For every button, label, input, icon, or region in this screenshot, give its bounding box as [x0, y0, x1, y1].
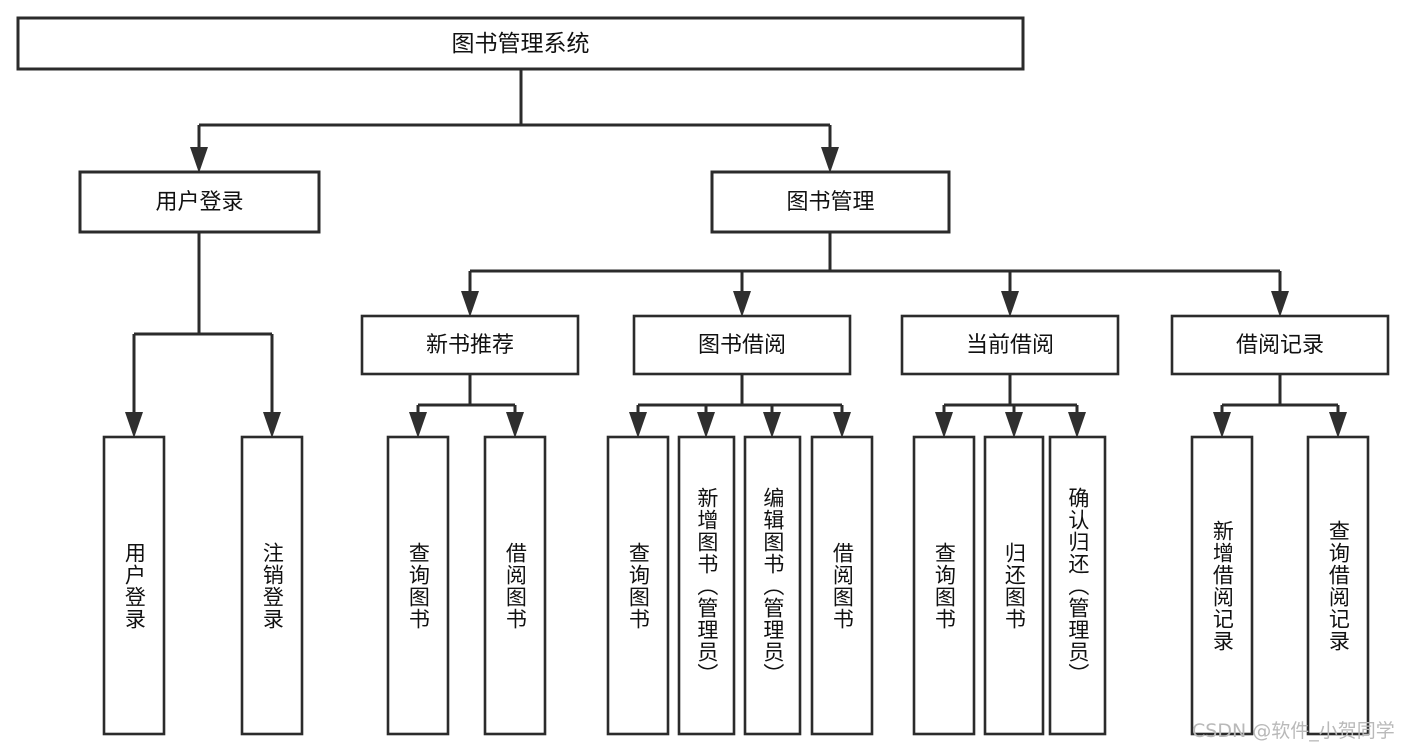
connector-layer: [125, 69, 1347, 438]
node-leaf-query-book-cb[interactable]: [912, 435, 976, 736]
node-new-book-recommend-label: 新书推荐: [426, 333, 514, 358]
node-root-book-management-system[interactable]: [16, 16, 1025, 71]
node-leaf-query-record[interactable]: [1306, 435, 1370, 736]
node-leaf-return-book[interactable]: [983, 435, 1045, 736]
node-new-book-recommend[interactable]: [360, 314, 580, 376]
user-login-drop-0-arrowhead: [125, 412, 143, 438]
book-manage-drop-0-arrowhead: [461, 291, 479, 317]
node-box-layer: [16, 16, 1390, 736]
node-leaf-query-book-nr[interactable]: [386, 435, 450, 736]
current-borrow-drop-2-arrowhead: [1068, 412, 1086, 438]
node-leaf-query-book-bb[interactable]: [606, 435, 670, 736]
node-user-login[interactable]: [78, 170, 321, 234]
node-leaf-borrow-book-nr[interactable]: [483, 435, 547, 736]
borrow-record-drop-0-arrowhead: [1213, 412, 1231, 438]
node-leaf-user-logout[interactable]: [240, 435, 304, 736]
book-borrow-drop-2-arrowhead: [763, 412, 781, 438]
node-leaf-borrow-book-bb[interactable]: [810, 435, 874, 736]
node-book-manage-label: 图书管理: [786, 190, 874, 215]
book-manage-drop-3-arrowhead: [1271, 291, 1289, 317]
book-manage-drop-1-arrowhead: [733, 291, 751, 317]
root-drop-0-arrowhead: [190, 147, 208, 173]
node-user-login-label: 用户登录: [155, 190, 243, 215]
book-borrow-drop-1-arrowhead: [697, 412, 715, 438]
book-borrow-drop-3-arrowhead: [833, 412, 851, 438]
node-leaf-add-record[interactable]: [1190, 435, 1254, 736]
node-borrow-record-label: 借阅记录: [1236, 333, 1324, 358]
node-borrow-record[interactable]: [1170, 314, 1390, 376]
node-root-label: 图书管理系统: [452, 31, 590, 57]
csdn-watermark: CSDN @软件_小贺同学: [1192, 720, 1395, 742]
root-drop-1-arrowhead: [821, 147, 839, 173]
current-borrow-drop-0-arrowhead: [935, 412, 953, 438]
node-current-borrow-label: 当前借阅: [966, 333, 1054, 358]
node-book-borrow[interactable]: [632, 314, 852, 376]
borrow-record-drop-1-arrowhead: [1329, 412, 1347, 438]
node-leaf-user-login[interactable]: [102, 435, 166, 736]
book-borrow-drop-0-arrowhead: [629, 412, 647, 438]
new-book-recommend-drop-1-arrowhead: [506, 412, 524, 438]
node-book-manage[interactable]: [710, 170, 951, 234]
node-leaf-confirm-return[interactable]: [1048, 435, 1107, 736]
node-leaf-edit-book[interactable]: [743, 435, 802, 736]
current-borrow-drop-1-arrowhead: [1005, 412, 1023, 438]
node-current-borrow[interactable]: [900, 314, 1120, 376]
user-login-drop-1-arrowhead: [263, 412, 281, 438]
node-book-borrow-label: 图书借阅: [698, 333, 786, 358]
node-leaf-add-book[interactable]: [677, 435, 736, 736]
new-book-recommend-drop-0-arrowhead: [409, 412, 427, 438]
book-manage-drop-2-arrowhead: [1001, 291, 1019, 317]
